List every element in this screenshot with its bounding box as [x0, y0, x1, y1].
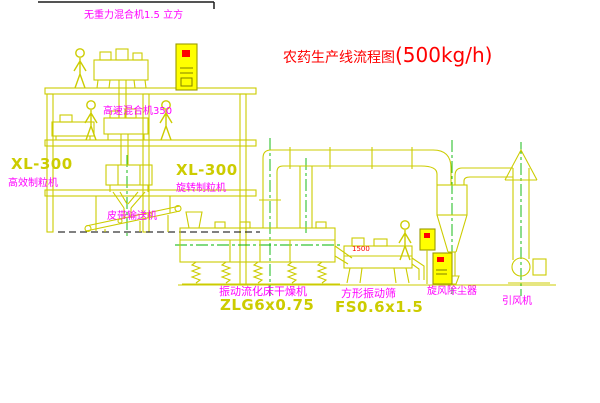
title-text: 农药生产线流程图 [283, 50, 395, 66]
high-speed-mixer [103, 108, 149, 165]
label-granulator-center-model: XL-300 [176, 161, 238, 179]
ground-lines [58, 231, 556, 286]
fluid-bed-dryer [179, 211, 353, 285]
belt-conveyor [84, 204, 182, 233]
vibrating-screen [343, 237, 425, 284]
feeder-machine [51, 114, 95, 140]
label-granulator-left-name: 高效制粒机 [8, 178, 58, 189]
control-cabinet-top [175, 43, 198, 91]
exhaust-stack [504, 148, 538, 257]
label-dimension-1500: 1500 [352, 245, 370, 253]
rotary-granulator [105, 164, 153, 218]
label-granulator-left-model: XL-300 [11, 155, 73, 173]
label-granulator-center-name: 旋转制粒机 [176, 183, 226, 194]
label-screen-model: FS0.6x1.5 [335, 298, 424, 316]
exhaust-ducting [259, 147, 452, 228]
title-capacity: (500kg/h) [395, 43, 493, 67]
label-top-mixer: 无重力混合机1.5 立方 [84, 10, 184, 21]
label-cyclone: 旋风除尘器 [427, 286, 477, 297]
label-dryer-model: ZLG6x0.75 [220, 296, 315, 314]
diagram-title: 农药生产线流程图 (500kg/h) [283, 45, 492, 65]
label-belt-conveyor: 皮带输送机 [107, 211, 157, 222]
frame-edge [38, 1, 215, 9]
label-high-speed-mixer: 高速混合机350 [103, 106, 173, 117]
control-box-a [419, 228, 436, 284]
control-box-b [432, 252, 453, 285]
label-dryer-name: 振动流化床干燥机 [219, 285, 307, 298]
worker-figure [84, 100, 98, 141]
label-screen-name: 方形振动筛 [341, 287, 396, 300]
worker-figure [398, 220, 412, 261]
label-fan: 引风机 [502, 296, 532, 307]
gravity-mixer [93, 48, 149, 118]
cyclone-separator [436, 167, 513, 285]
induced-draft-fan [508, 257, 550, 284]
worker-figure [73, 48, 87, 89]
